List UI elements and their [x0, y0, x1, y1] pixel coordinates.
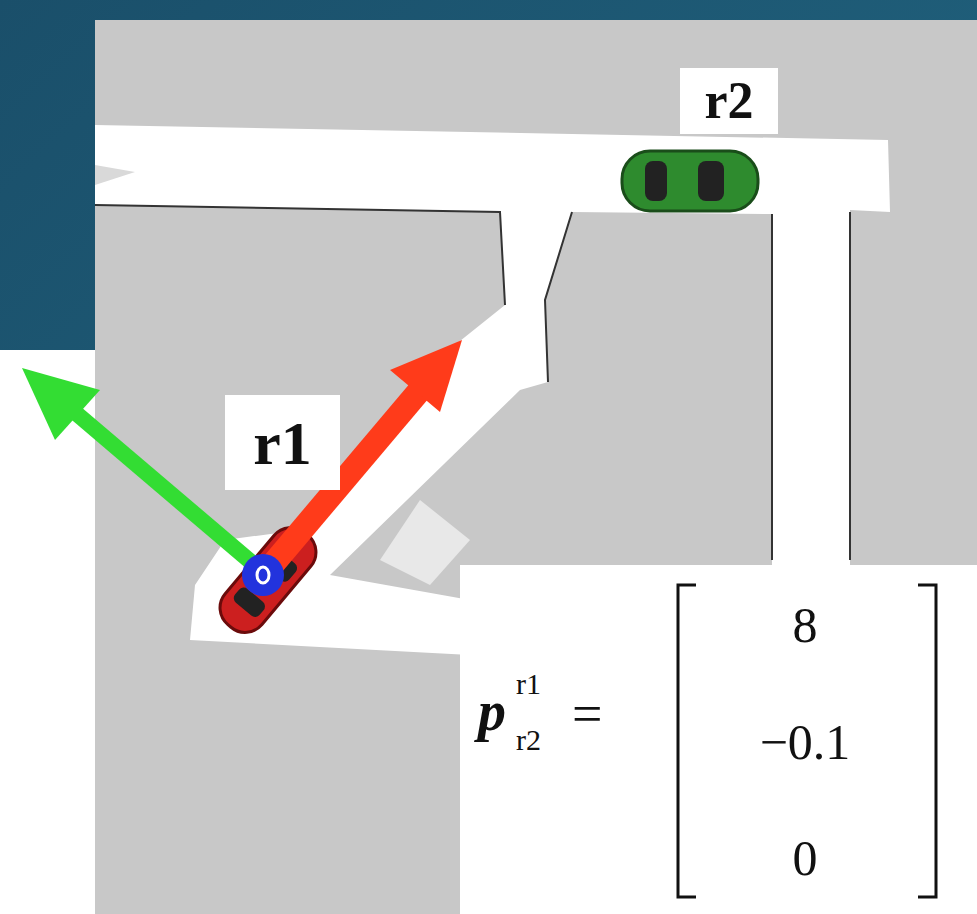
- wall-edge: [849, 212, 851, 560]
- vector-symbol: p: [478, 683, 506, 739]
- subscript: r2: [516, 725, 541, 755]
- wall-edge: [771, 214, 773, 560]
- scan-wedge: [380, 500, 470, 585]
- green-car: [622, 151, 758, 211]
- wall-edge: [95, 205, 505, 305]
- robot-name: r2: [704, 75, 753, 127]
- robot-label: r2: [680, 68, 778, 134]
- vector-entry: 0: [793, 833, 818, 883]
- y-axis-arrow: [22, 368, 258, 568]
- equals-sign: =: [572, 687, 602, 741]
- superscript: r1: [516, 669, 541, 699]
- white-margin: [0, 350, 95, 914]
- frame-origin: [257, 567, 269, 583]
- robot-label: r1: [225, 395, 340, 490]
- bracket: [918, 585, 936, 897]
- scan-wedge: [95, 165, 135, 185]
- vector-entry: −0.1: [760, 717, 851, 767]
- vector-entry: 8: [793, 600, 818, 650]
- wall-edge: [545, 212, 572, 382]
- occupancy-grid: [95, 20, 977, 914]
- bracket: [678, 585, 696, 897]
- equation-box: p r1 r2 = 8 −0.1 0: [460, 565, 977, 914]
- frame-origin: [242, 554, 284, 596]
- robot-name: r1: [253, 412, 312, 474]
